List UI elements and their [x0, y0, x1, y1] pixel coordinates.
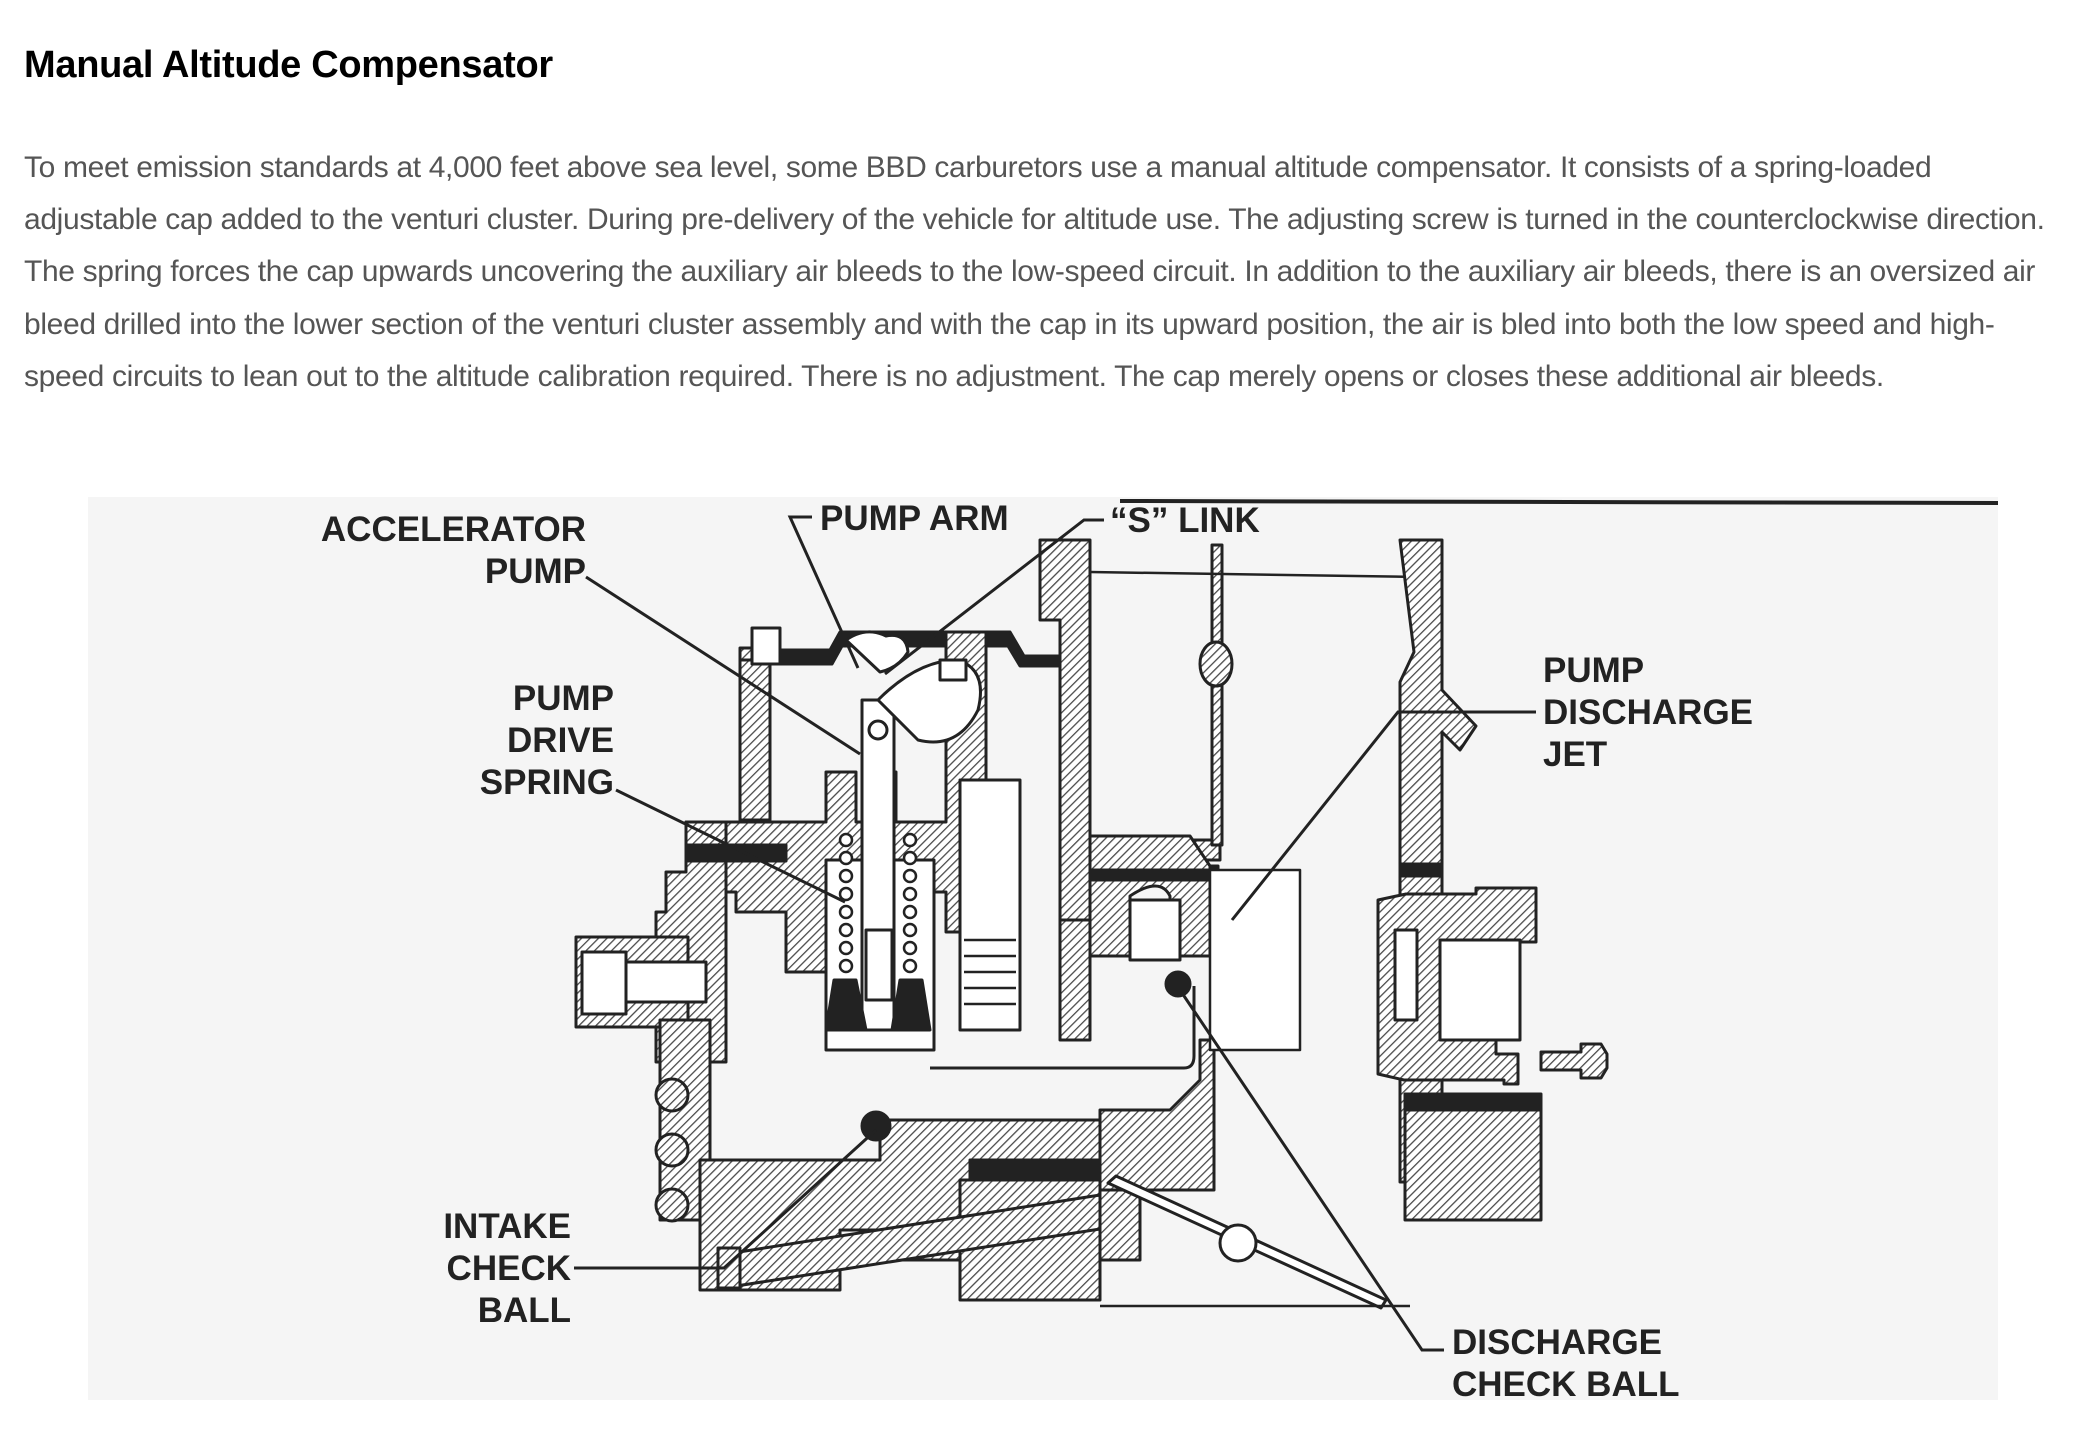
venturi-wall	[1058, 918, 1092, 1042]
label-pump-discharge-jet-line2: DISCHARGE	[1543, 693, 1753, 732]
air-horn-box	[1208, 868, 1302, 1052]
article-paragraph: To meet emission standards at 4,000 feet…	[24, 151, 2045, 393]
label-pump-drive-spring-line2: DRIVE	[507, 721, 614, 760]
choke-shaft	[1210, 543, 1224, 847]
leader-pump-drive-spring	[615, 788, 846, 904]
right-lower-gasket	[1403, 1092, 1543, 1112]
leader-s-link	[884, 518, 1104, 676]
body-gasket	[684, 843, 788, 863]
label-discharge-check-ball-line1: DISCHARGE	[1452, 1323, 1662, 1362]
right-tall-wall	[1398, 538, 1478, 1184]
article-title: Manual Altitude Compensator	[24, 44, 553, 86]
inlet-bore	[580, 950, 628, 1016]
discharge-channel	[930, 986, 1196, 1070]
pump-cup	[824, 978, 932, 1032]
leader-lines	[574, 515, 1536, 1352]
pump-drive-spring-coils	[838, 832, 918, 974]
housing-boss-1	[654, 1077, 690, 1113]
right-wall-gasket	[1398, 862, 1444, 878]
carburetor-cutaway-illustration: ACCELERATOR PUMP PUMP ARM “S” LINK PUMP …	[321, 499, 1998, 1400]
label-intake-check-ball-line1: INTAKE	[443, 1207, 571, 1246]
intake-check-ball	[860, 1110, 892, 1142]
label-accelerator-pump-line1: ACCELERATOR	[321, 510, 586, 549]
label-s-link: “S” LINK	[1110, 501, 1260, 540]
base-right-block	[1098, 1038, 1216, 1192]
cover-screw	[750, 626, 782, 666]
plunger-pin	[867, 719, 889, 741]
label-accelerator-pump-line2: PUMP	[485, 552, 586, 591]
cluster-inner	[1128, 898, 1182, 962]
leader-discharge-check-ball	[1178, 989, 1444, 1352]
metering-rings	[964, 938, 1016, 1006]
choke-shaft-disc	[1198, 640, 1234, 688]
cluster-gasket	[1088, 868, 1212, 882]
label-pump-drive-spring-line3: SPRING	[480, 763, 614, 802]
discharge-check-ball	[1164, 970, 1192, 998]
right-chamber-slot	[1393, 928, 1419, 1022]
label-intake-check-ball-line2: CHECK	[447, 1249, 571, 1288]
air-horn-line	[1089, 570, 1421, 579]
arm-screw	[938, 658, 968, 682]
leader-accelerator-pump	[585, 575, 861, 756]
bowl-left-wall	[738, 658, 772, 822]
leader-intake-check-ball	[574, 1128, 878, 1270]
pump-arm	[844, 630, 910, 674]
throttle-shaft	[1218, 1223, 1258, 1263]
housing-boss-2	[654, 1132, 690, 1168]
label-intake-check-ball-line3: BALL	[478, 1291, 571, 1330]
pump-plunger-head	[864, 928, 894, 1002]
leader-pump-discharge-jet	[1230, 710, 1536, 921]
housing-boss-3	[654, 1187, 690, 1223]
label-pump-drive-spring-line1: PUMP	[513, 679, 614, 718]
inlet-needle	[624, 960, 708, 1004]
right-lower-block	[1403, 1108, 1543, 1222]
top-edge-line	[1119, 499, 1998, 505]
choke-wall-left	[1038, 538, 1092, 922]
right-fuel-nipple	[1539, 1042, 1609, 1080]
right-chamber-window	[1438, 938, 1522, 1042]
metering-column	[958, 778, 1022, 1032]
label-pump-arm: PUMP ARM	[820, 499, 1009, 538]
carburetor-diagram: ACCELERATOR PUMP PUMP ARM “S” LINK PUMP …	[88, 497, 1998, 1400]
leader-pump-arm	[787, 515, 860, 669]
label-pump-discharge-jet-line3: JET	[1543, 735, 1607, 774]
label-discharge-check-ball-line2: CHECK BALL	[1452, 1365, 1679, 1400]
label-pump-discharge-jet-line1: PUMP	[1543, 651, 1644, 690]
